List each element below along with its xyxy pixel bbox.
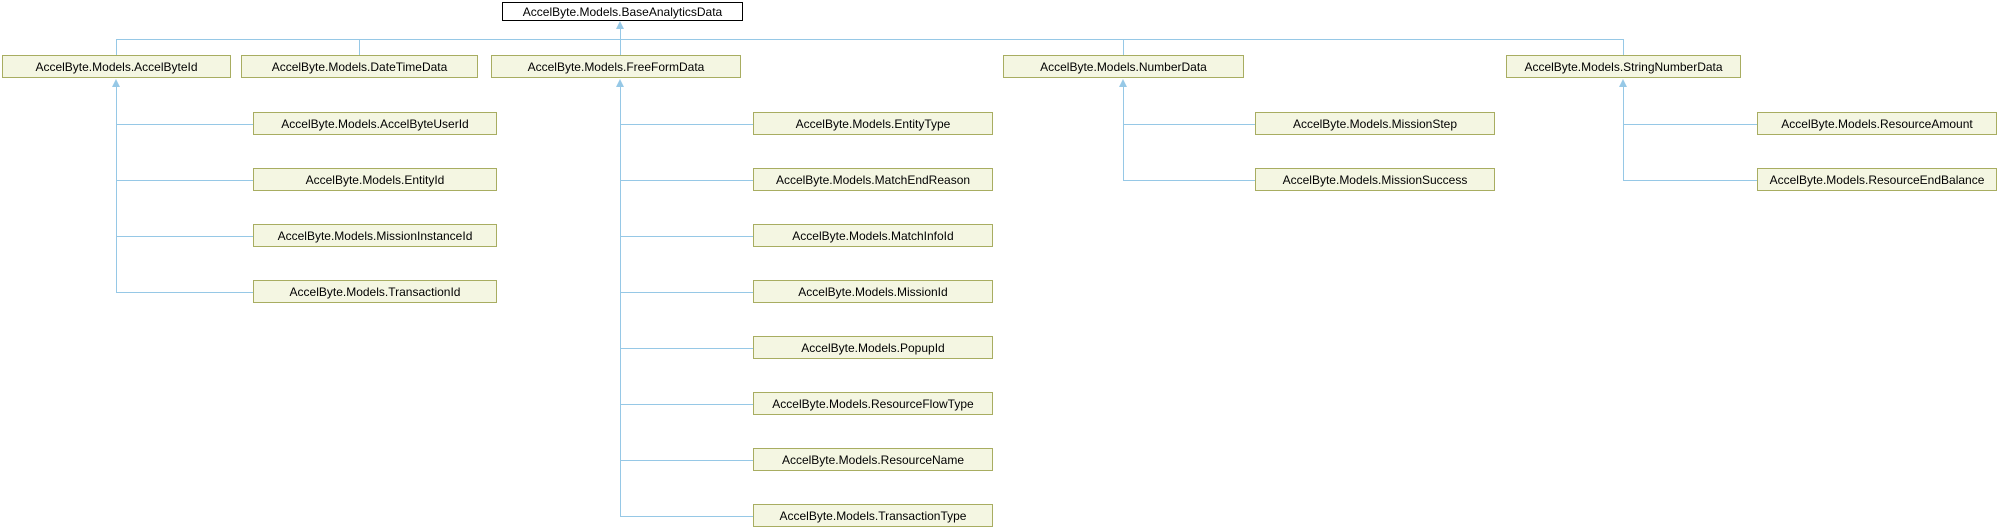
- class-node-accelbyteuserid[interactable]: AccelByte.Models.AccelByteUserId: [253, 112, 497, 135]
- class-node-freeformdata[interactable]: AccelByte.Models.FreeFormData: [491, 55, 741, 78]
- edge-branch: [1124, 124, 1255, 125]
- class-node-missioninstanceid[interactable]: AccelByte.Models.MissionInstanceId: [253, 224, 497, 247]
- edge-bus: [116, 39, 1624, 40]
- class-node-missionid[interactable]: AccelByte.Models.MissionId: [753, 280, 993, 303]
- edge-branch: [117, 236, 253, 237]
- edge-branch: [621, 236, 753, 237]
- edge-branch: [621, 292, 753, 293]
- inheritance-arrowhead-icon: [1619, 79, 1627, 87]
- edge-branch: [1624, 180, 1757, 181]
- edge-branch: [621, 124, 753, 125]
- edge-parent-stub: [116, 40, 117, 55]
- inheritance-arrowhead-icon: [112, 79, 120, 87]
- class-node-baseanalyticsdata: AccelByte.Models.BaseAnalyticsData: [502, 2, 743, 21]
- edge-parent-stub: [1623, 40, 1624, 55]
- class-node-resourceflowtype[interactable]: AccelByte.Models.ResourceFlowType: [753, 392, 993, 415]
- class-node-stringnumberdata[interactable]: AccelByte.Models.StringNumberData: [1506, 55, 1741, 78]
- class-node-missionstep[interactable]: AccelByte.Models.MissionStep: [1255, 112, 1495, 135]
- edge-branch: [117, 180, 253, 181]
- edge-branch: [621, 348, 753, 349]
- class-node-matchinfoid[interactable]: AccelByte.Models.MatchInfoId: [753, 224, 993, 247]
- edge-spine: [1123, 85, 1124, 181]
- class-node-datetimedata[interactable]: AccelByte.Models.DateTimeData: [241, 55, 478, 78]
- edge-spine: [116, 85, 117, 293]
- class-node-entitytype[interactable]: AccelByte.Models.EntityType: [753, 112, 993, 135]
- edge-root-stub: [620, 27, 621, 40]
- edge-parent-stub: [359, 40, 360, 55]
- edge-branch: [621, 516, 753, 517]
- class-node-resourcename[interactable]: AccelByte.Models.ResourceName: [753, 448, 993, 471]
- edge-parent-stub: [1123, 40, 1124, 55]
- edge-branch: [621, 180, 753, 181]
- inheritance-arrowhead-icon: [616, 21, 624, 29]
- class-node-matchendreason[interactable]: AccelByte.Models.MatchEndReason: [753, 168, 993, 191]
- inheritance-arrowhead-icon: [616, 79, 624, 87]
- edge-branch: [621, 460, 753, 461]
- class-node-accelbyteid[interactable]: AccelByte.Models.AccelByteId: [2, 55, 231, 78]
- inheritance-arrowhead-icon: [1119, 79, 1127, 87]
- class-node-resourceamount[interactable]: AccelByte.Models.ResourceAmount: [1757, 112, 1997, 135]
- class-node-transactiontype[interactable]: AccelByte.Models.TransactionType: [753, 504, 993, 527]
- class-node-missionsuccess[interactable]: AccelByte.Models.MissionSuccess: [1255, 168, 1495, 191]
- edge-spine: [1623, 85, 1624, 181]
- edge-branch: [621, 404, 753, 405]
- edge-branch: [1624, 124, 1757, 125]
- edge-spine: [620, 85, 621, 517]
- class-node-entityid[interactable]: AccelByte.Models.EntityId: [253, 168, 497, 191]
- edge-branch: [117, 292, 253, 293]
- class-node-popupid[interactable]: AccelByte.Models.PopupId: [753, 336, 993, 359]
- edge-branch: [1124, 180, 1255, 181]
- edge-parent-stub: [620, 40, 621, 55]
- class-node-resourceendbalance[interactable]: AccelByte.Models.ResourceEndBalance: [1757, 168, 1997, 191]
- class-node-numberdata[interactable]: AccelByte.Models.NumberData: [1003, 55, 1244, 78]
- class-node-transactionid[interactable]: AccelByte.Models.TransactionId: [253, 280, 497, 303]
- edge-branch: [117, 124, 253, 125]
